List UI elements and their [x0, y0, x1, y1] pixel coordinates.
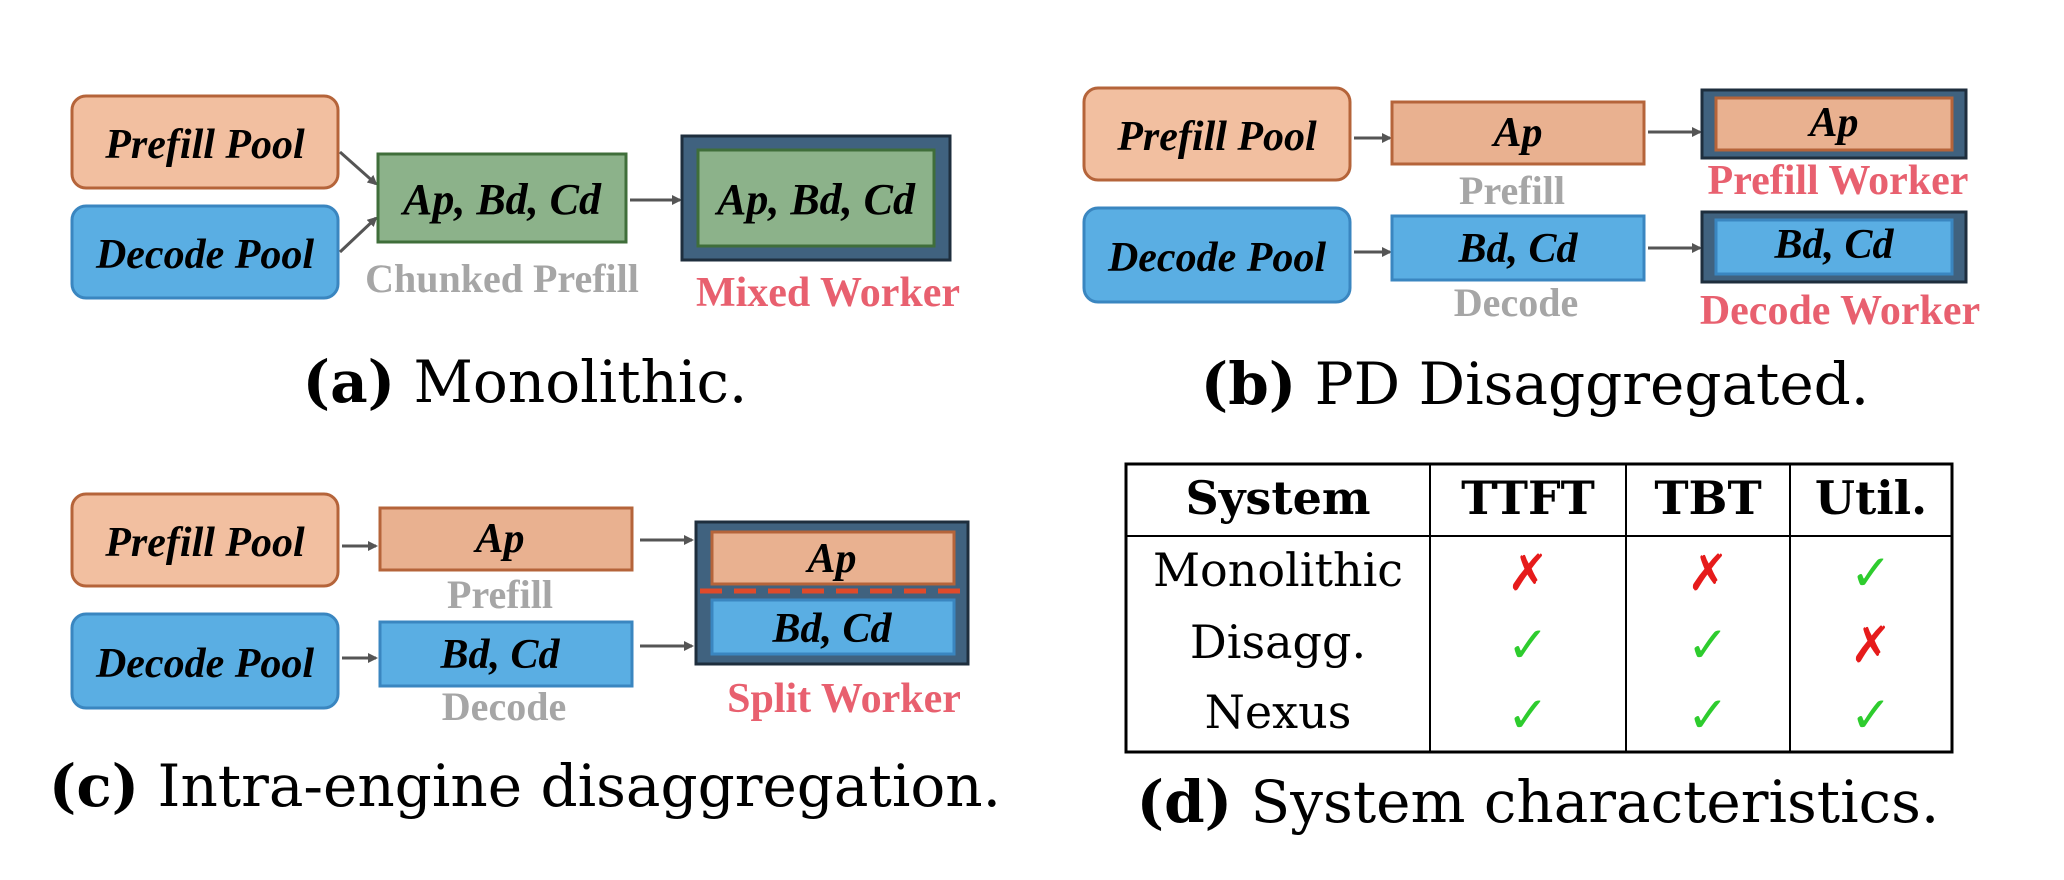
prefill-pool-label: Prefill Pool [104, 122, 305, 168]
decode-pool-box [1082, 206, 1352, 304]
caption-c: (c) Intra-engine disaggregation. [49, 752, 1001, 820]
prefill-pool-box [70, 94, 340, 190]
prefill-pool-label: Prefill Pool [104, 520, 305, 566]
prefill-task-label: Ap [1490, 110, 1542, 156]
table-border [1124, 462, 1954, 754]
decode-stage-label: Decode [442, 684, 566, 729]
row-disagg-tbt: ✓ [1687, 616, 1729, 674]
decode-worker-task: Bd, Cd [1773, 222, 1894, 268]
arrow-prefill-to-chunk [339, 150, 378, 186]
row-disagg-util: ✗ [1850, 616, 1892, 674]
arrow-decode-to-chunk [338, 216, 378, 254]
mixed-worker-tasks: Ap, Bd, Cd [714, 175, 916, 224]
panel-d-characteristics-table: System TTFT TBT Util. Monolithic ✗ ✗ ✓ D… [1124, 462, 1954, 836]
prefill-stage-label: Prefill [1459, 168, 1565, 213]
prefill-pool-box [1082, 86, 1352, 182]
prefill-task-box [1390, 100, 1646, 166]
caption-a: (a) Monolithic. [303, 348, 748, 416]
row-disagg-system: Disagg. [1190, 615, 1366, 669]
mixed-worker-label: Mixed Worker [696, 270, 960, 316]
panel-a-monolithic: Prefill Pool Decode Pool Ap, Bd, Cd Chun… [70, 94, 960, 416]
prefill-task-label: Ap [472, 516, 524, 562]
row-nexus-system: Nexus [1205, 685, 1352, 739]
table-row: Nexus ✓ ✓ ✓ [1205, 685, 1892, 744]
prefill-pool-box [70, 492, 340, 588]
prefill-worker-task: Ap [1806, 100, 1858, 146]
header-tbt: TBT [1654, 471, 1761, 525]
caption-d: (d) System characteristics. [1137, 768, 1940, 836]
row-monolithic-util: ✓ [1850, 544, 1892, 602]
row-disagg-ttft: ✓ [1507, 616, 1549, 674]
split-worker-decode-part [710, 598, 956, 656]
row-monolithic-system: Monolithic [1153, 543, 1403, 597]
row-monolithic-tbt: ✗ [1687, 544, 1729, 602]
prefill-worker-label: Prefill Worker [1708, 158, 1969, 204]
mixed-worker-inner [696, 148, 936, 248]
decode-task-label: Bd, Cd [1457, 226, 1578, 272]
prefill-pool-label: Prefill Pool [1116, 114, 1317, 160]
row-nexus-tbt: ✓ [1687, 686, 1729, 744]
split-worker-prefill-part [710, 530, 956, 586]
decode-worker-label: Decode Worker [1700, 288, 1980, 334]
decode-stage-label: Decode [1454, 280, 1578, 325]
chunked-prefill-label: Chunked Prefill [365, 256, 639, 301]
decode-worker-inner [1714, 218, 1954, 276]
split-worker-decode-task: Bd, Cd [771, 606, 892, 652]
prefill-worker-inner [1714, 96, 1954, 152]
row-monolithic-ttft: ✗ [1507, 544, 1549, 602]
decode-task-box [1390, 214, 1646, 282]
decode-task-box [378, 620, 634, 688]
header-util: Util. [1815, 471, 1927, 525]
panel-c-intra-engine: Prefill Pool Decode Pool Ap Prefill Bd, … [49, 492, 1001, 820]
prefill-stage-label: Prefill [447, 572, 553, 617]
caption-b: (b) PD Disaggregated. [1201, 350, 1869, 418]
split-worker-prefill-task: Ap [804, 536, 856, 582]
table-row: Disagg. ✓ ✓ ✗ [1190, 615, 1892, 674]
decode-pool-label: Decode Pool [1107, 235, 1326, 281]
decode-pool-label: Decode Pool [95, 232, 314, 278]
chunked-prefill-tasks: Ap, Bd, Cd [400, 175, 602, 224]
panel-b-pd-disaggregated: Prefill Pool Decode Pool Ap Prefill Bd, … [1082, 86, 1980, 418]
split-worker-label: Split Worker [727, 676, 961, 722]
table-row: Monolithic ✗ ✗ ✓ [1153, 543, 1892, 602]
row-nexus-util: ✓ [1850, 686, 1892, 744]
prefill-task-box [378, 506, 634, 572]
header-ttft: TTFT [1461, 471, 1595, 525]
decode-pool-box [70, 204, 340, 300]
chunked-prefill-box [376, 152, 628, 244]
row-nexus-ttft: ✓ [1507, 686, 1549, 744]
decode-pool-box [70, 612, 340, 710]
header-system: System [1185, 471, 1370, 525]
decode-task-label: Bd, Cd [439, 632, 560, 678]
decode-pool-label: Decode Pool [95, 641, 314, 687]
